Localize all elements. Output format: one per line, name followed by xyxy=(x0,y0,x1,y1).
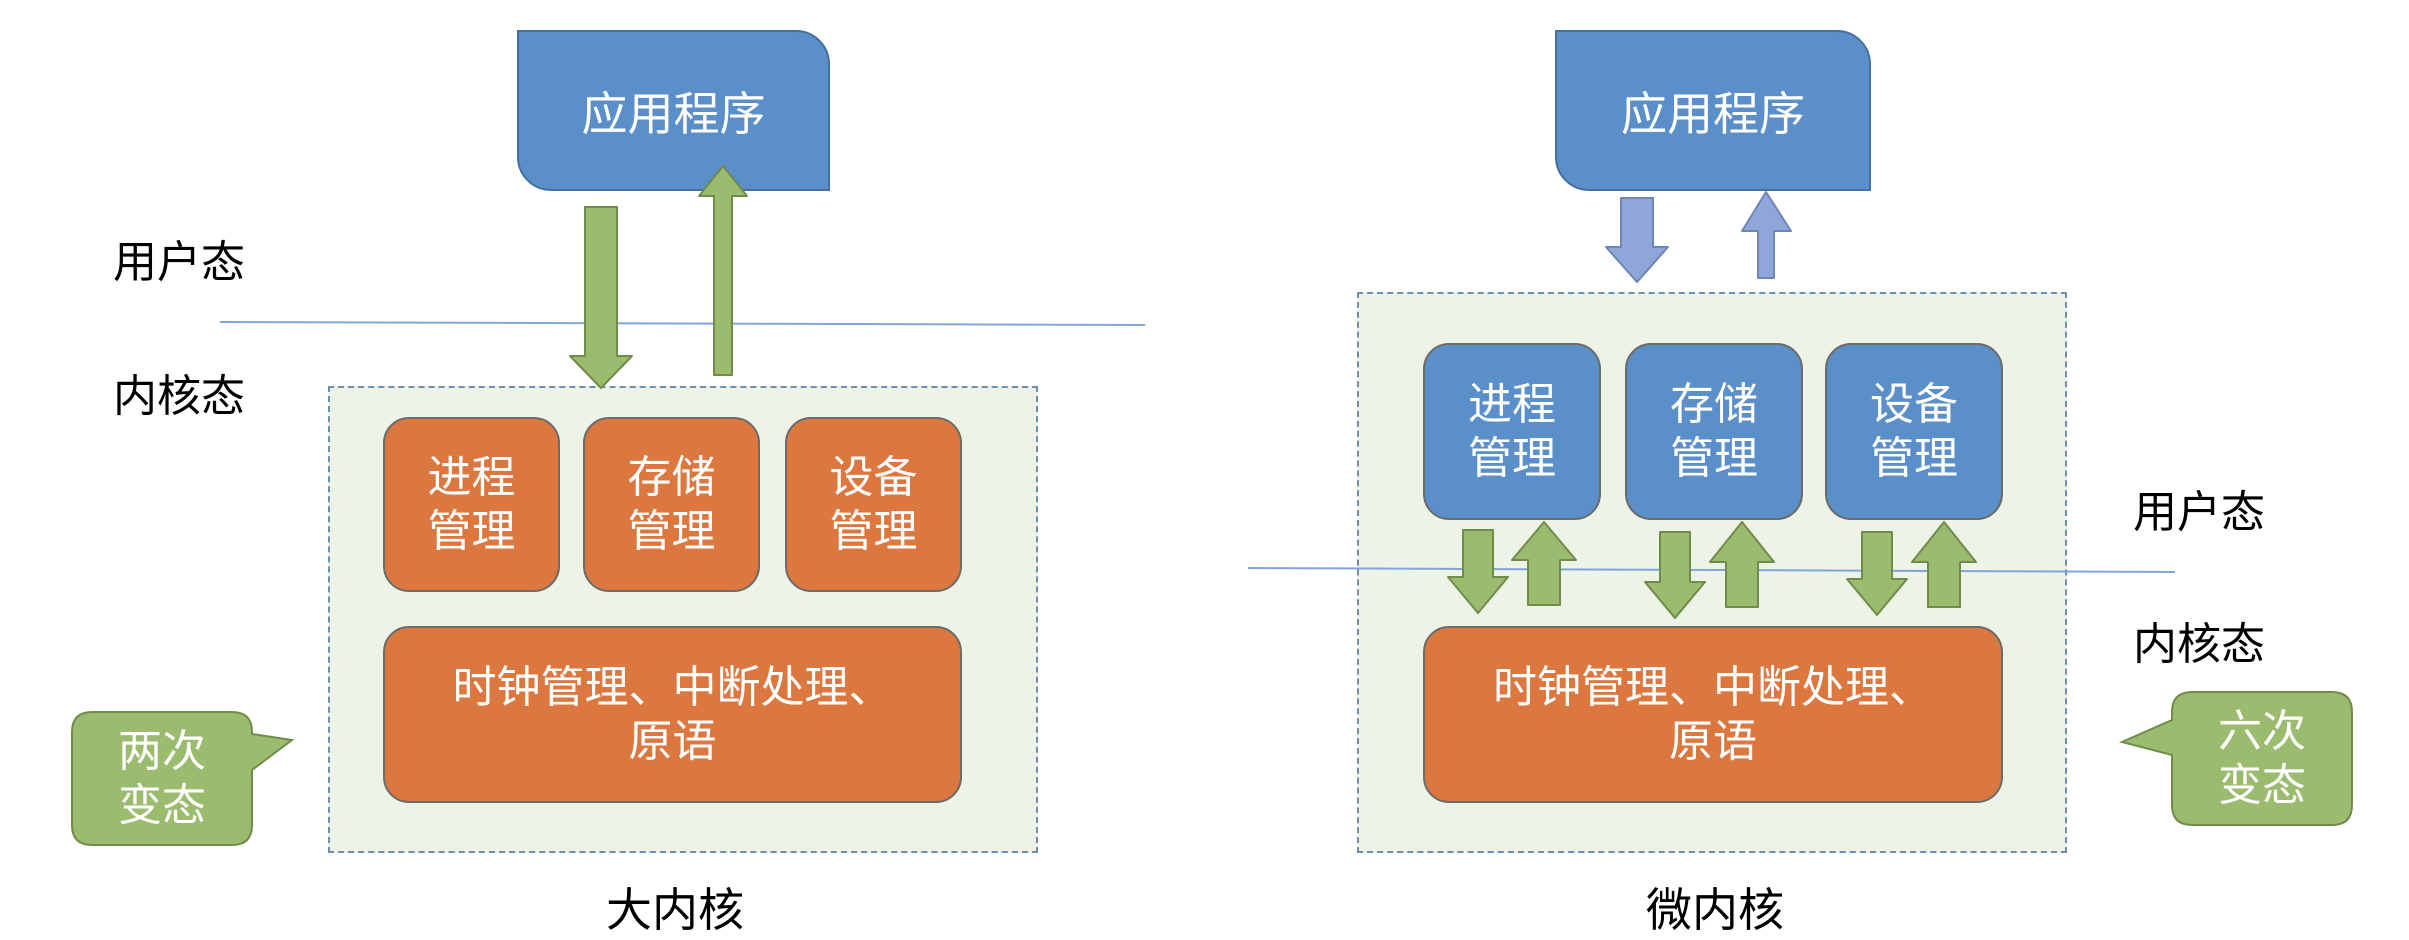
application-label: 应用程序 xyxy=(1621,86,1805,141)
up-arrow-icon xyxy=(1511,521,1577,606)
callout-bubble-left xyxy=(71,711,295,846)
clock-interrupt-primitive-box-right: 时钟管理、中断处理、 原语 xyxy=(1423,626,2003,803)
kernel-mode-label-left: 内核态 xyxy=(113,371,245,422)
up-arrow-icon xyxy=(1709,521,1775,608)
callout-text-left: 两次 变态 xyxy=(118,725,206,831)
up-arrow-icon xyxy=(698,165,748,376)
down-arrow-icon xyxy=(1605,197,1669,283)
up-arrow-icon xyxy=(1911,521,1977,608)
process-management-box-left: 进程 管理 xyxy=(383,417,560,592)
application-box-right: 应用程序 xyxy=(1555,30,1871,191)
memory-management-box-right: 存储 管理 xyxy=(1625,343,1803,520)
up-arrow-icon xyxy=(1741,191,1792,279)
application-label: 应用程序 xyxy=(581,86,766,141)
application-box-left: 应用程序 xyxy=(517,30,830,191)
device-management-box-right: 设备 管理 xyxy=(1825,343,2003,520)
memory-management-box-left: 存储 管理 xyxy=(583,417,760,592)
down-arrow-icon xyxy=(569,206,633,389)
down-arrow-icon xyxy=(1846,531,1908,616)
clock-interrupt-primitive-box-left: 时钟管理、中断处理、 原语 xyxy=(383,626,962,803)
diagram-caption-left: 大内核 xyxy=(606,883,744,937)
device-management-box-left: 设备 管理 xyxy=(785,417,962,592)
user-mode-label-right: 用户态 xyxy=(2133,487,2265,538)
down-arrow-icon xyxy=(1447,529,1509,614)
diagram-caption-right: 微内核 xyxy=(1646,883,1784,937)
mode-boundary-line-right xyxy=(1247,567,2176,573)
kernel-mode-label-right: 内核态 xyxy=(2133,619,2265,670)
callout-text-right: 六次 变态 xyxy=(2218,705,2306,811)
callout-bubble-right xyxy=(2118,691,2353,826)
down-arrow-icon xyxy=(1644,531,1706,619)
process-management-box-right: 进程 管理 xyxy=(1423,343,1601,520)
user-mode-label-left: 用户态 xyxy=(113,237,245,288)
mode-boundary-line-left xyxy=(219,321,1146,326)
